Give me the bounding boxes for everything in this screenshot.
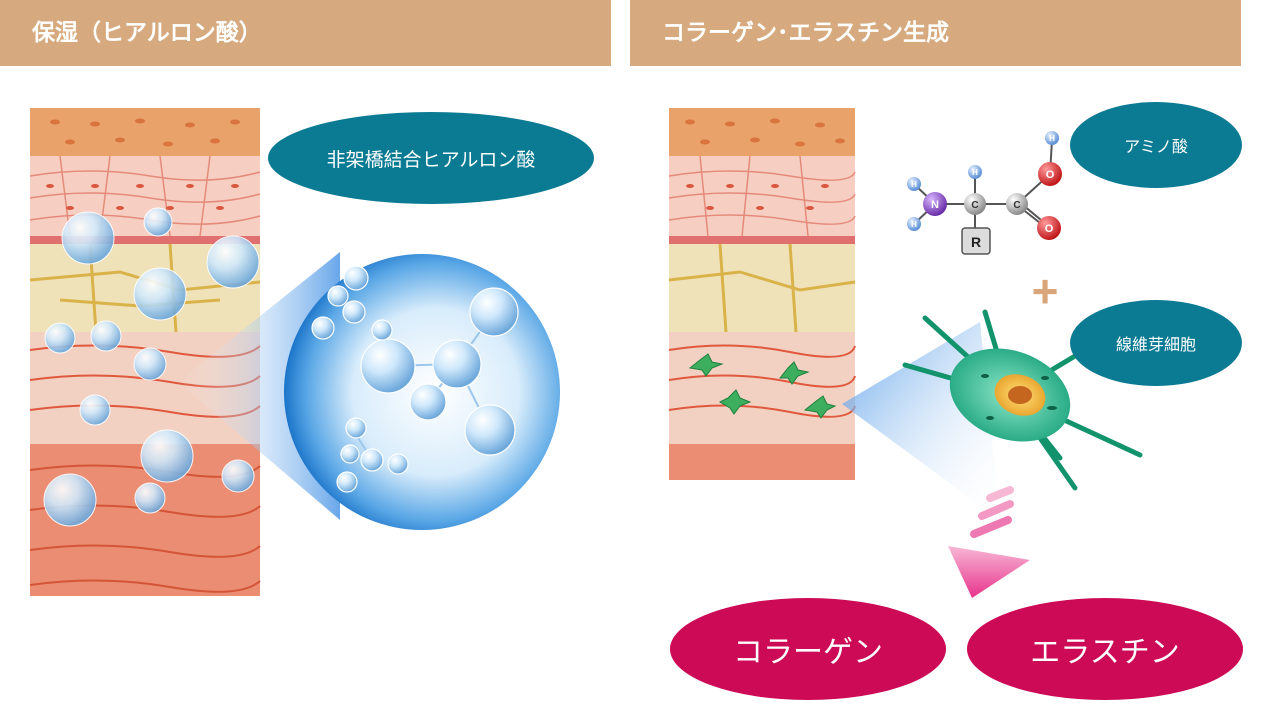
skin-cross-section-left — [29, 108, 261, 596]
atom-h-label-3: H — [972, 168, 978, 177]
fibroblasts-small — [688, 353, 837, 419]
label-fibroblast: 線維芽細胞 — [1070, 300, 1242, 386]
label-elastin: エラスチン — [967, 598, 1243, 700]
fibroblast-cell-icon — [902, 309, 1143, 491]
atom-n-label: N — [931, 199, 939, 211]
atom-h-label-4: H — [1049, 134, 1055, 143]
label-collagen: コラーゲン — [670, 598, 946, 700]
atom-c-label-2: C — [1013, 200, 1020, 211]
atom-r-label: R — [971, 234, 981, 250]
atom-o-label-2: O — [1045, 223, 1054, 235]
atom-h-label: H — [911, 180, 917, 189]
amino-acid-molecule: N C C O O H H H H R — [907, 131, 1062, 255]
atom-o-label: O — [1046, 169, 1055, 181]
magnified-hyaluronic-circle — [284, 254, 560, 530]
hyaluronic-bubbles-left — [43, 207, 260, 527]
label-hyaluronic-acid: 非架橋結合ヒアルロン酸 — [268, 112, 594, 204]
atom-h-label-2: H — [911, 220, 917, 229]
skin-cross-section-right — [668, 108, 856, 480]
header-moisturizing: 保湿（ヒアルロン酸） — [0, 0, 611, 66]
down-arrow-icon — [948, 486, 1030, 598]
header-collagen-elastin: コラーゲン･エラスチン生成 — [630, 0, 1241, 66]
plus-sign: + — [1032, 265, 1059, 317]
atom-c-label: C — [971, 200, 978, 211]
pores-left — [50, 118, 240, 147]
label-amino-acid: アミノ酸 — [1070, 102, 1242, 188]
